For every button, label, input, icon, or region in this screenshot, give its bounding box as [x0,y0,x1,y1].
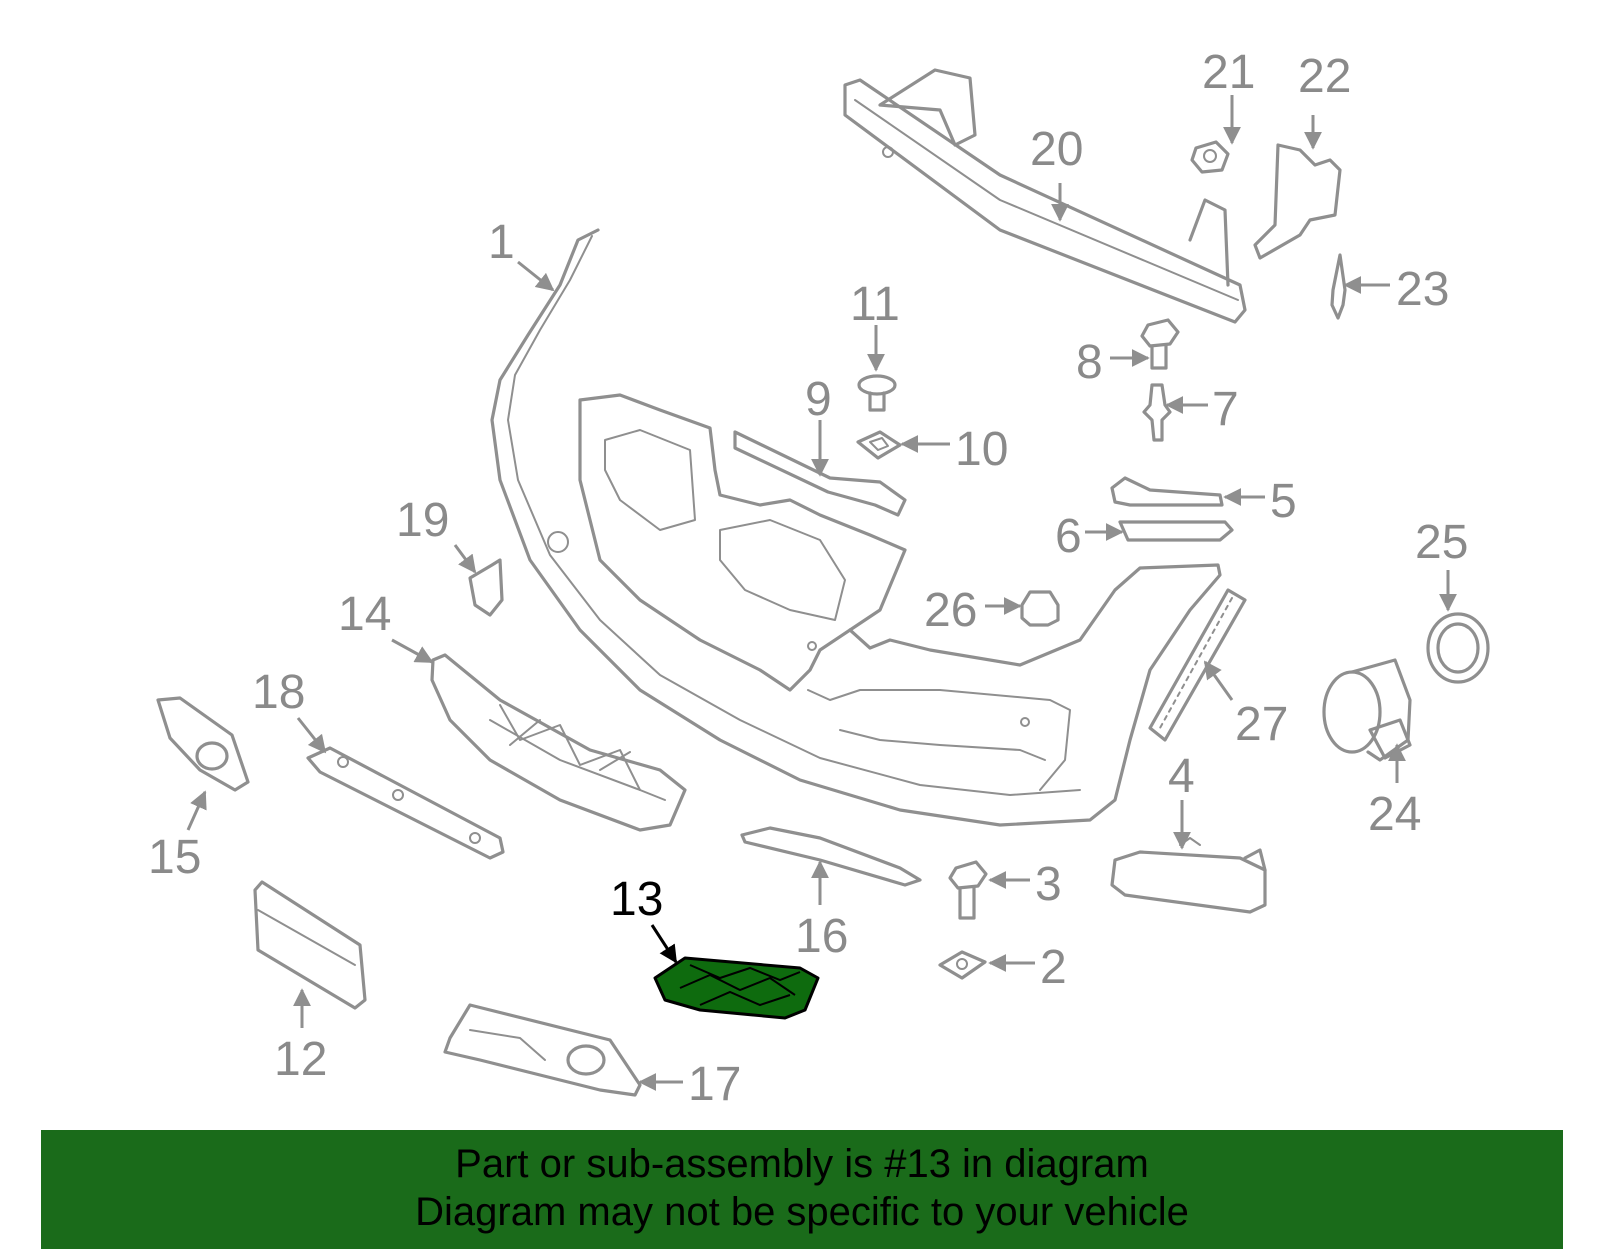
info-banner: Part or sub-assembly is #13 in diagram D… [41,1130,1563,1249]
part-22-bracket [1253,143,1342,260]
callout-3: 3 [1035,858,1062,911]
callout-27: 27 [1235,698,1288,751]
callout-22: 22 [1298,50,1351,103]
callout-26: 26 [924,584,977,637]
callout-1: 1 [488,216,515,269]
callout-16: 16 [795,910,848,963]
part-24-sensor [1322,658,1412,762]
part-2-clip-nut [938,950,987,980]
part-4-fog-lamp [1110,837,1267,914]
part-13-grille-insert-highlighted [653,956,820,1020]
callout-2: 2 [1040,941,1067,994]
part-8-bolt [1140,318,1180,370]
banner-line-1: Part or sub-assembly is #13 in diagram [455,1142,1149,1186]
callout-9: 9 [805,373,832,426]
callout-23: 23 [1396,263,1449,316]
info-banner-background [41,1130,1563,1249]
callout-13-highlighted: 13 [610,873,663,926]
callout-8: 8 [1076,336,1103,389]
callout-17: 17 [688,1058,741,1111]
part-7-clip [1142,383,1172,442]
callout-15: 15 [148,831,201,884]
part-3-bolt [948,860,988,920]
part-11-nut [857,374,897,412]
part-20-bumper-reinforcement [843,68,1247,324]
part-26-cap [1020,590,1060,627]
callout-labels: 1 20 21 22 23 8 7 11 10 9 5 6 26 27 25 2… [148,46,1468,1111]
part-19-cover [468,558,504,617]
callout-19: 19 [396,494,449,547]
banner-line-2: Diagram may not be specific to your vehi… [415,1190,1189,1234]
part-25-ring [1426,612,1490,684]
callout-6: 6 [1055,510,1082,563]
callout-10: 10 [955,423,1008,476]
part-5-bracket [1110,476,1224,507]
part-14-lower-grille [430,653,687,832]
part-6-bracket [1118,520,1234,542]
part-15-fog-bezel [156,696,250,792]
part-1-bumper-cover [490,228,1222,827]
callout-18: 18 [252,666,305,719]
callout-5: 5 [1270,475,1297,528]
callout-25: 25 [1415,516,1468,569]
callout-20: 20 [1030,123,1083,176]
part-16-trim [740,826,922,887]
part-27-strip [1148,588,1247,742]
callout-21: 21 [1202,46,1255,99]
part-17-bracket [443,1003,642,1097]
part-23-clip [1330,253,1347,320]
part-10-nut-plate [856,430,902,460]
part-18-bracket [306,746,505,860]
part-9-trim-strip [733,430,907,517]
part-21-nut [1190,140,1230,174]
leader-lines [186,95,1457,1091]
callout-14: 14 [338,588,391,641]
callout-24: 24 [1368,788,1421,841]
callout-7: 7 [1212,383,1239,436]
callout-12: 12 [274,1033,327,1086]
part-12-plate-bracket [253,880,367,1010]
callout-4: 4 [1168,750,1195,803]
callout-11: 11 [850,278,900,331]
